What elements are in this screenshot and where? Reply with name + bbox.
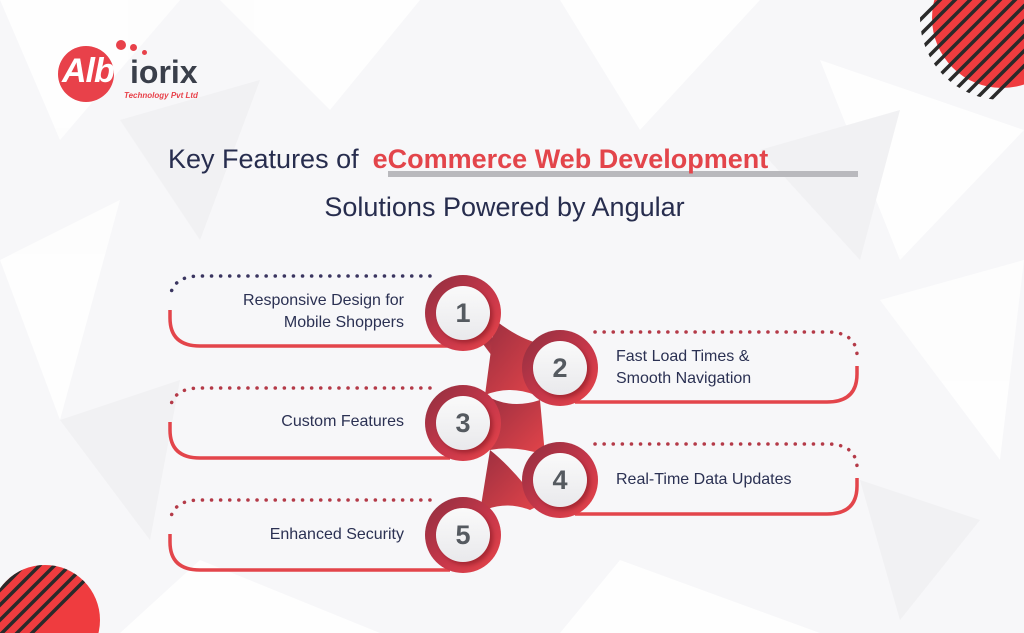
title-underline: [388, 171, 858, 177]
feature-3-line1: Custom Features: [281, 413, 404, 430]
feature-1-label: Responsive Design for Mobile Shoppers: [243, 290, 404, 334]
feature-card-2-outline: [575, 330, 859, 404]
page-title-line2: Solutions Powered by Angular: [0, 192, 1024, 223]
step-2-badge: 2: [522, 330, 598, 406]
step-5-badge: 5: [425, 497, 501, 573]
step-1-number: 1: [436, 286, 490, 340]
logo-brand-right: iorix: [130, 54, 198, 90]
corner-decoration-bottom-left: [0, 565, 100, 633]
title-line2-text: Solutions Powered by Angular: [324, 192, 685, 222]
feature-3-label: Custom Features: [281, 411, 404, 433]
feature-4-line1: Real-Time Data Updates: [616, 471, 792, 488]
feature-card-4-outline: [575, 442, 859, 516]
logo-tagline: Technology Pvt Ltd: [124, 91, 198, 100]
feature-card-3-outline: [168, 386, 450, 460]
title-prefix: Key Features of: [168, 144, 359, 174]
company-logo: Alb iorix Technology Pvt Ltd: [58, 36, 198, 106]
feature-1-line2: Mobile Shoppers: [283, 314, 404, 331]
step-1-badge: 1: [425, 275, 501, 351]
feature-card-5-outline: [168, 498, 450, 572]
step-2-number: 2: [533, 341, 587, 395]
feature-2-line2: Smooth Navigation: [616, 370, 752, 387]
feature-5-line1: Enhanced Security: [269, 526, 404, 543]
logo-dot: [142, 50, 147, 55]
feature-2-line1: Fast Load Times &: [616, 348, 750, 365]
step-4-badge: 4: [522, 442, 598, 518]
logo-dot: [130, 44, 137, 51]
feature-card-1-outline: [168, 274, 450, 348]
step-5-number: 5: [436, 508, 490, 562]
logo-circle: [58, 46, 114, 102]
logo-brand-left: Alb: [62, 52, 115, 90]
feature-2-label: Fast Load Times & Smooth Navigation: [616, 346, 751, 390]
page-title-line1: Key Features of eCommerce Web Development: [168, 144, 768, 175]
step-3-badge: 3: [425, 385, 501, 461]
corner-decoration-top-right: [920, 0, 1024, 100]
feature-5-label: Enhanced Security: [270, 524, 404, 546]
logo-dot: [116, 40, 126, 50]
step-3-number: 3: [436, 396, 490, 450]
feature-1-line1: Responsive Design for: [243, 292, 404, 309]
title-accent: eCommerce Web Development: [372, 144, 769, 174]
feature-4-label: Real-Time Data Updates: [616, 469, 791, 491]
step-4-number: 4: [533, 453, 587, 507]
